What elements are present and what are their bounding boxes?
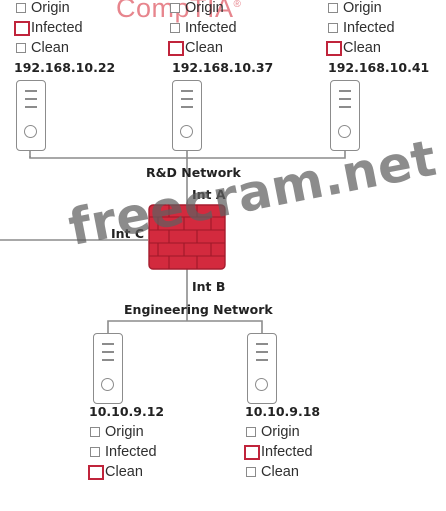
checkbox[interactable] [246, 427, 256, 437]
option-clean[interactable]: Clean [326, 38, 436, 58]
server-icon[interactable] [16, 80, 46, 151]
server-icon[interactable] [172, 80, 202, 151]
checkbox[interactable] [168, 41, 184, 56]
option-label: Origin [343, 0, 382, 16]
option-label: Clean [343, 40, 381, 56]
server-ip: 10.10.9.12 [89, 404, 165, 419]
option-origin[interactable]: Origin [244, 422, 354, 442]
checkbox[interactable] [16, 43, 26, 53]
server-icon[interactable] [247, 333, 277, 404]
checkbox[interactable] [14, 21, 30, 36]
option-label: Clean [105, 464, 143, 480]
int-c-label: Int C [111, 226, 145, 241]
option-origin[interactable]: Origin [88, 422, 198, 442]
engineering-network-line [107, 320, 263, 333]
checkbox[interactable] [170, 3, 180, 13]
checkbox[interactable] [328, 23, 338, 33]
option-label: Clean [185, 40, 223, 56]
option-origin[interactable]: Origin [326, 0, 436, 18]
option-infected[interactable]: Infected [88, 442, 198, 462]
engineering-network-label: Engineering Network [124, 302, 273, 317]
checkbox[interactable] [246, 467, 256, 477]
option-label: Infected [343, 20, 395, 36]
server-icon[interactable] [93, 333, 123, 404]
option-clean[interactable]: Clean [168, 38, 278, 58]
checkbox[interactable] [88, 465, 104, 480]
option-origin[interactable]: Origin [14, 0, 124, 18]
server-icon[interactable] [330, 80, 360, 151]
server-ip: 192.168.10.41 [328, 60, 430, 75]
int-b-label: Int B [192, 279, 226, 294]
firewall-icon [148, 204, 226, 270]
checkbox[interactable] [170, 23, 180, 33]
option-label: Origin [105, 424, 144, 440]
option-infected[interactable]: Infected [244, 442, 354, 462]
server-ip: 192.168.10.22 [14, 60, 116, 75]
option-infected[interactable]: Infected [326, 18, 436, 38]
option-label: Infected [261, 444, 313, 460]
option-label: Clean [261, 464, 299, 480]
option-label: Origin [185, 0, 224, 16]
option-label: Origin [31, 0, 70, 16]
option-clean[interactable]: Clean [88, 462, 198, 482]
checkbox[interactable] [328, 3, 338, 13]
option-clean[interactable]: Clean [244, 462, 354, 482]
option-label: Infected [31, 20, 83, 36]
option-label: Infected [185, 20, 237, 36]
server-ip: 10.10.9.18 [245, 404, 321, 419]
int-a-label: Int A [192, 187, 226, 202]
rd-network-label: R&D Network [146, 165, 241, 180]
option-label: Clean [31, 40, 69, 56]
option-label: Origin [261, 424, 300, 440]
server-ip: 192.168.10.37 [172, 60, 274, 75]
option-infected[interactable]: Infected [168, 18, 278, 38]
option-clean[interactable]: Clean [14, 38, 124, 58]
option-origin[interactable]: Origin [168, 0, 278, 18]
checkbox[interactable] [90, 427, 100, 437]
option-label: Infected [105, 444, 157, 460]
checkbox[interactable] [244, 445, 260, 460]
checkbox[interactable] [16, 3, 26, 13]
checkbox[interactable] [90, 447, 100, 457]
checkbox[interactable] [326, 41, 342, 56]
option-infected[interactable]: Infected [14, 18, 124, 38]
